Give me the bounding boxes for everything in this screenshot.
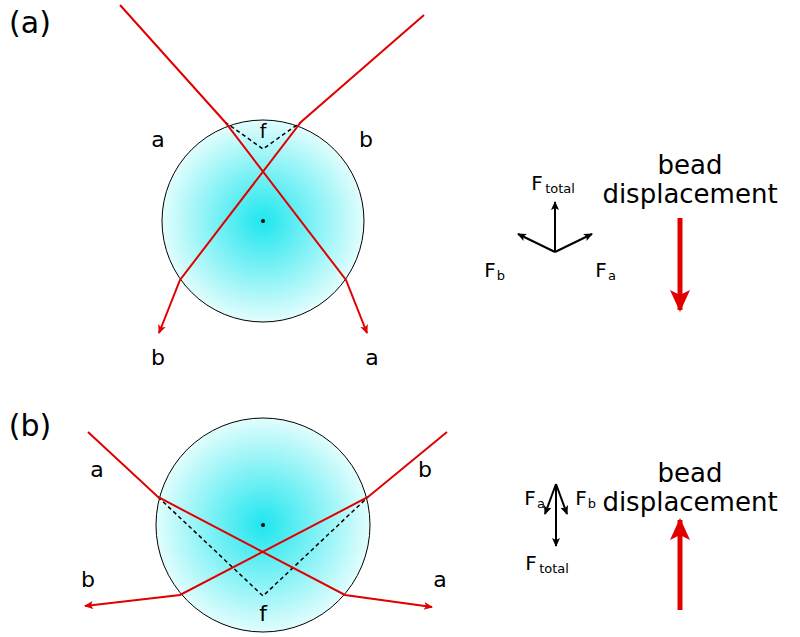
focus-label: f <box>259 602 267 626</box>
bead-center <box>261 523 265 527</box>
displacement-label: bead displacement <box>590 151 790 208</box>
displacement-arrow <box>678 218 683 310</box>
displacement-arrow <box>678 520 683 610</box>
panel-label: (b) <box>9 409 51 442</box>
force-label: F <box>524 487 536 509</box>
bead-center <box>261 219 265 223</box>
force-subscript: a <box>608 269 616 283</box>
ray-label: a <box>90 458 103 482</box>
ray-label: b <box>81 568 95 592</box>
ray-b <box>159 15 424 333</box>
panel-label: (a) <box>9 6 51 39</box>
ray-label: a <box>433 568 446 592</box>
force-subscript: total <box>545 182 575 196</box>
ray-label: b <box>359 128 373 152</box>
force-subscript: b <box>588 497 596 511</box>
ray-a <box>120 5 367 333</box>
force-subscript: b <box>497 269 505 283</box>
bead <box>162 120 364 322</box>
ray-label: b <box>151 346 165 370</box>
ray-label: a <box>151 128 164 152</box>
force-label: F <box>531 172 543 194</box>
force-a <box>545 484 556 514</box>
force-a <box>555 234 592 252</box>
force-label: F <box>525 552 537 574</box>
focus-label: f <box>260 121 267 142</box>
force-label: F <box>575 487 587 509</box>
ray-label: a <box>365 346 378 370</box>
force-label: F <box>595 259 607 281</box>
focus-lines <box>158 497 368 596</box>
force-label: F <box>484 259 496 281</box>
ray-b <box>85 432 447 606</box>
bead <box>156 418 370 632</box>
force-b <box>518 234 555 252</box>
force-b <box>556 484 567 514</box>
displacement-label: bead displacement <box>590 459 790 516</box>
force-total <box>555 484 557 546</box>
force-subscript: total <box>539 562 569 576</box>
ray-a <box>88 432 432 607</box>
ray-label: b <box>418 458 432 482</box>
force-subscript: a <box>537 497 545 511</box>
force-total <box>554 202 556 252</box>
